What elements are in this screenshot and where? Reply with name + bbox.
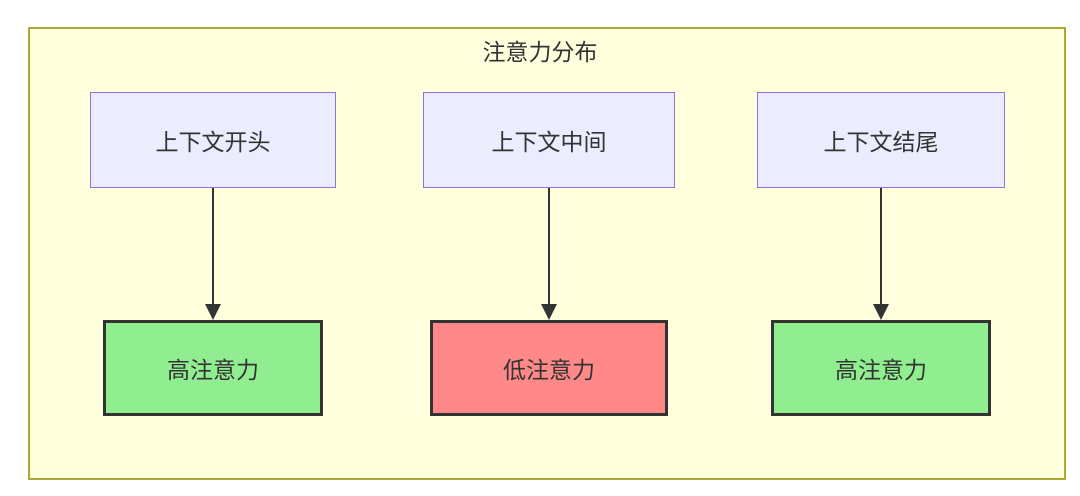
flow-column-context-middle: 上下文中间 低注意力 <box>423 92 675 416</box>
node-high-attention-end: 高注意力 <box>771 320 991 416</box>
arrowhead-icon <box>205 304 221 320</box>
arrow-down-icon <box>873 188 889 320</box>
arrow-down-icon <box>541 188 557 320</box>
node-context-start: 上下文开头 <box>90 92 336 188</box>
node-context-end: 上下文结尾 <box>757 92 1005 188</box>
diagram-title: 注意力分布 <box>482 39 598 65</box>
flow-column-context-end: 上下文结尾 高注意力 <box>757 92 1005 416</box>
node-context-middle: 上下文中间 <box>423 92 675 188</box>
node-high-attention-start: 高注意力 <box>103 320 323 416</box>
arrow-down-icon <box>205 188 221 320</box>
arrowhead-icon <box>873 304 889 320</box>
flow-column-context-start: 上下文开头 高注意力 <box>90 92 336 416</box>
arrow-line <box>212 188 214 305</box>
arrow-line <box>880 188 882 305</box>
arrow-line <box>548 188 550 305</box>
node-low-attention-middle: 低注意力 <box>430 320 668 416</box>
arrowhead-icon <box>541 304 557 320</box>
